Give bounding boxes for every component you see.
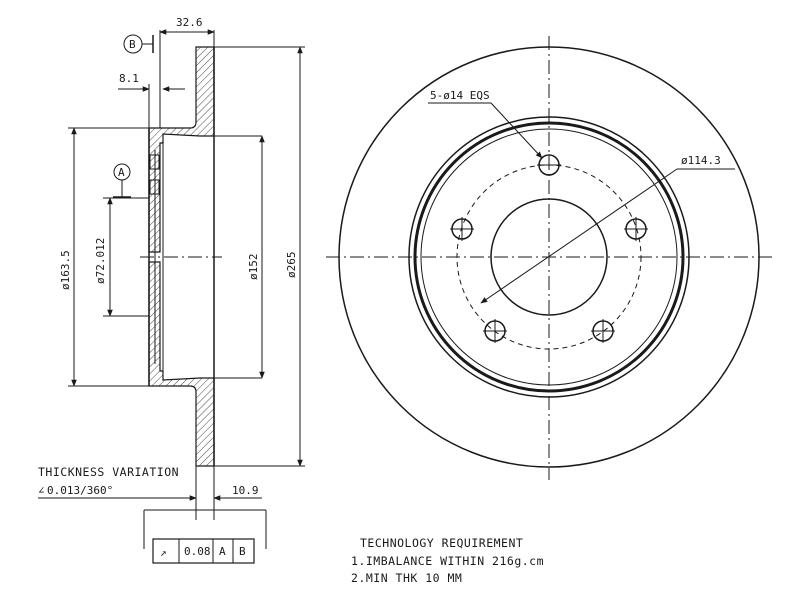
dim-bolt-holes: 5-ø14 EQS — [430, 89, 490, 102]
dim-outer-diameter: ø265 — [285, 252, 298, 279]
thickness-variation-symbol: ∠ — [38, 484, 45, 497]
dim-bolt-circle: ø114.3 — [681, 154, 721, 167]
datum-b-label: B — [129, 38, 136, 51]
runout-symbol: ↗ — [160, 546, 167, 559]
dim-hat-diameter: ø163.5 — [59, 250, 72, 290]
thickness-variation-title: THICKNESS VARIATION — [38, 465, 179, 479]
dim-overall-width: 32.6 — [176, 16, 203, 29]
front-view: 5-ø14 EQS ø114.3 — [326, 36, 772, 480]
side-dimensions: 32.6 8.1 ø163.5 ø72.012 A ø152 ø265 B — [59, 16, 305, 520]
tech-requirement-title: TECHNOLOGY REQUIREMENT — [360, 536, 523, 550]
dim-hub-diameter: ø152 — [247, 254, 260, 281]
thickness-variation-note: THICKNESS VARIATION ∠ 0.013/360° — [38, 465, 196, 499]
runout-datum-2: B — [239, 545, 246, 558]
section-view — [140, 46, 262, 467]
section-profile-top — [148, 46, 215, 253]
technology-requirement: TECHNOLOGY REQUIREMENT 1.IMBALANCE WITHI… — [351, 536, 544, 585]
section-profile-bottom — [148, 261, 215, 467]
thickness-variation-value: 0.013/360° — [47, 484, 113, 497]
runout-value: 0.08 — [184, 545, 211, 558]
tech-requirement-line-2: 2.MIN THK 10 MM — [351, 571, 462, 585]
dim-hat-offset: 8.1 — [119, 72, 139, 85]
dim-center-bore: ø72.012 — [94, 238, 107, 284]
runout-datum-1: A — [219, 545, 226, 558]
runout-tolerance-frame: ↗ 0.08 A B — [143, 509, 267, 564]
datum-a-label: A — [118, 166, 125, 179]
bolt-holes — [450, 154, 648, 343]
dim-rotor-thickness: 10.9 — [232, 484, 259, 497]
tech-requirement-line-1: 1.IMBALANCE WITHIN 216g.cm — [351, 554, 544, 568]
